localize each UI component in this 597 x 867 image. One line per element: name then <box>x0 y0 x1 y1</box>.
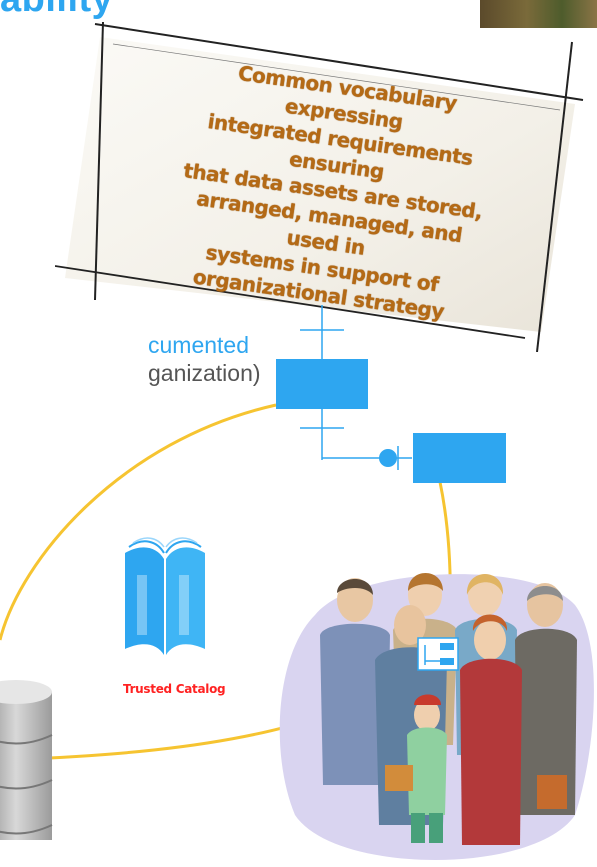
diagram-node-right <box>413 433 506 483</box>
definition-callout: Common vocabulary expressing integrated … <box>54 21 585 353</box>
mini-diagram-icon <box>417 637 459 671</box>
catalog-label: Trusted Catalog <box>123 682 226 696</box>
organization-text: ganization) <box>148 360 261 386</box>
documented-text: cumented <box>148 332 250 358</box>
callout-frame <box>54 21 584 353</box>
database-icon <box>0 680 53 840</box>
diagram-junction <box>379 449 397 467</box>
book-icon <box>125 537 205 655</box>
header-photo <box>480 0 597 28</box>
people-clipart <box>279 573 594 860</box>
connector-left <box>0 403 277 641</box>
page-title: ability <box>0 0 113 21</box>
diagram-node-top <box>276 359 368 409</box>
